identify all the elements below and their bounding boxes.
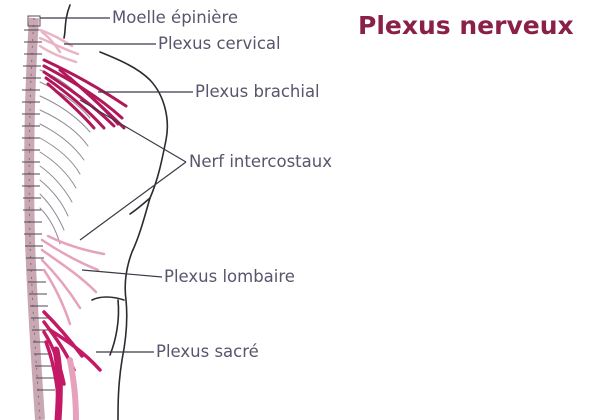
label-plexus-cervical: Plexus cervical (158, 34, 281, 53)
label-plexus-brachial: Plexus brachial (195, 82, 320, 101)
page-title: Plexus nerveux (358, 11, 574, 40)
spinal-column (24, 15, 45, 420)
vertebrae (22, 29, 55, 391)
intercostal-nerves (39, 69, 91, 245)
body-outline (63, 4, 169, 420)
label-moelle-epiniere: Moelle épinière (112, 8, 239, 27)
cervical-plexus (38, 28, 80, 64)
label-plexus-lombaire: Plexus lombaire (164, 267, 295, 286)
brachial-plexus (42, 58, 128, 130)
label-nerf-intercostaux: Nerf intercostaux (189, 152, 332, 171)
label-plexus-sacre: Plexus sacré (156, 342, 259, 361)
leader-lines (40, 17, 193, 353)
sacral-plexus (42, 310, 102, 420)
lumbar-plexus (40, 234, 106, 326)
